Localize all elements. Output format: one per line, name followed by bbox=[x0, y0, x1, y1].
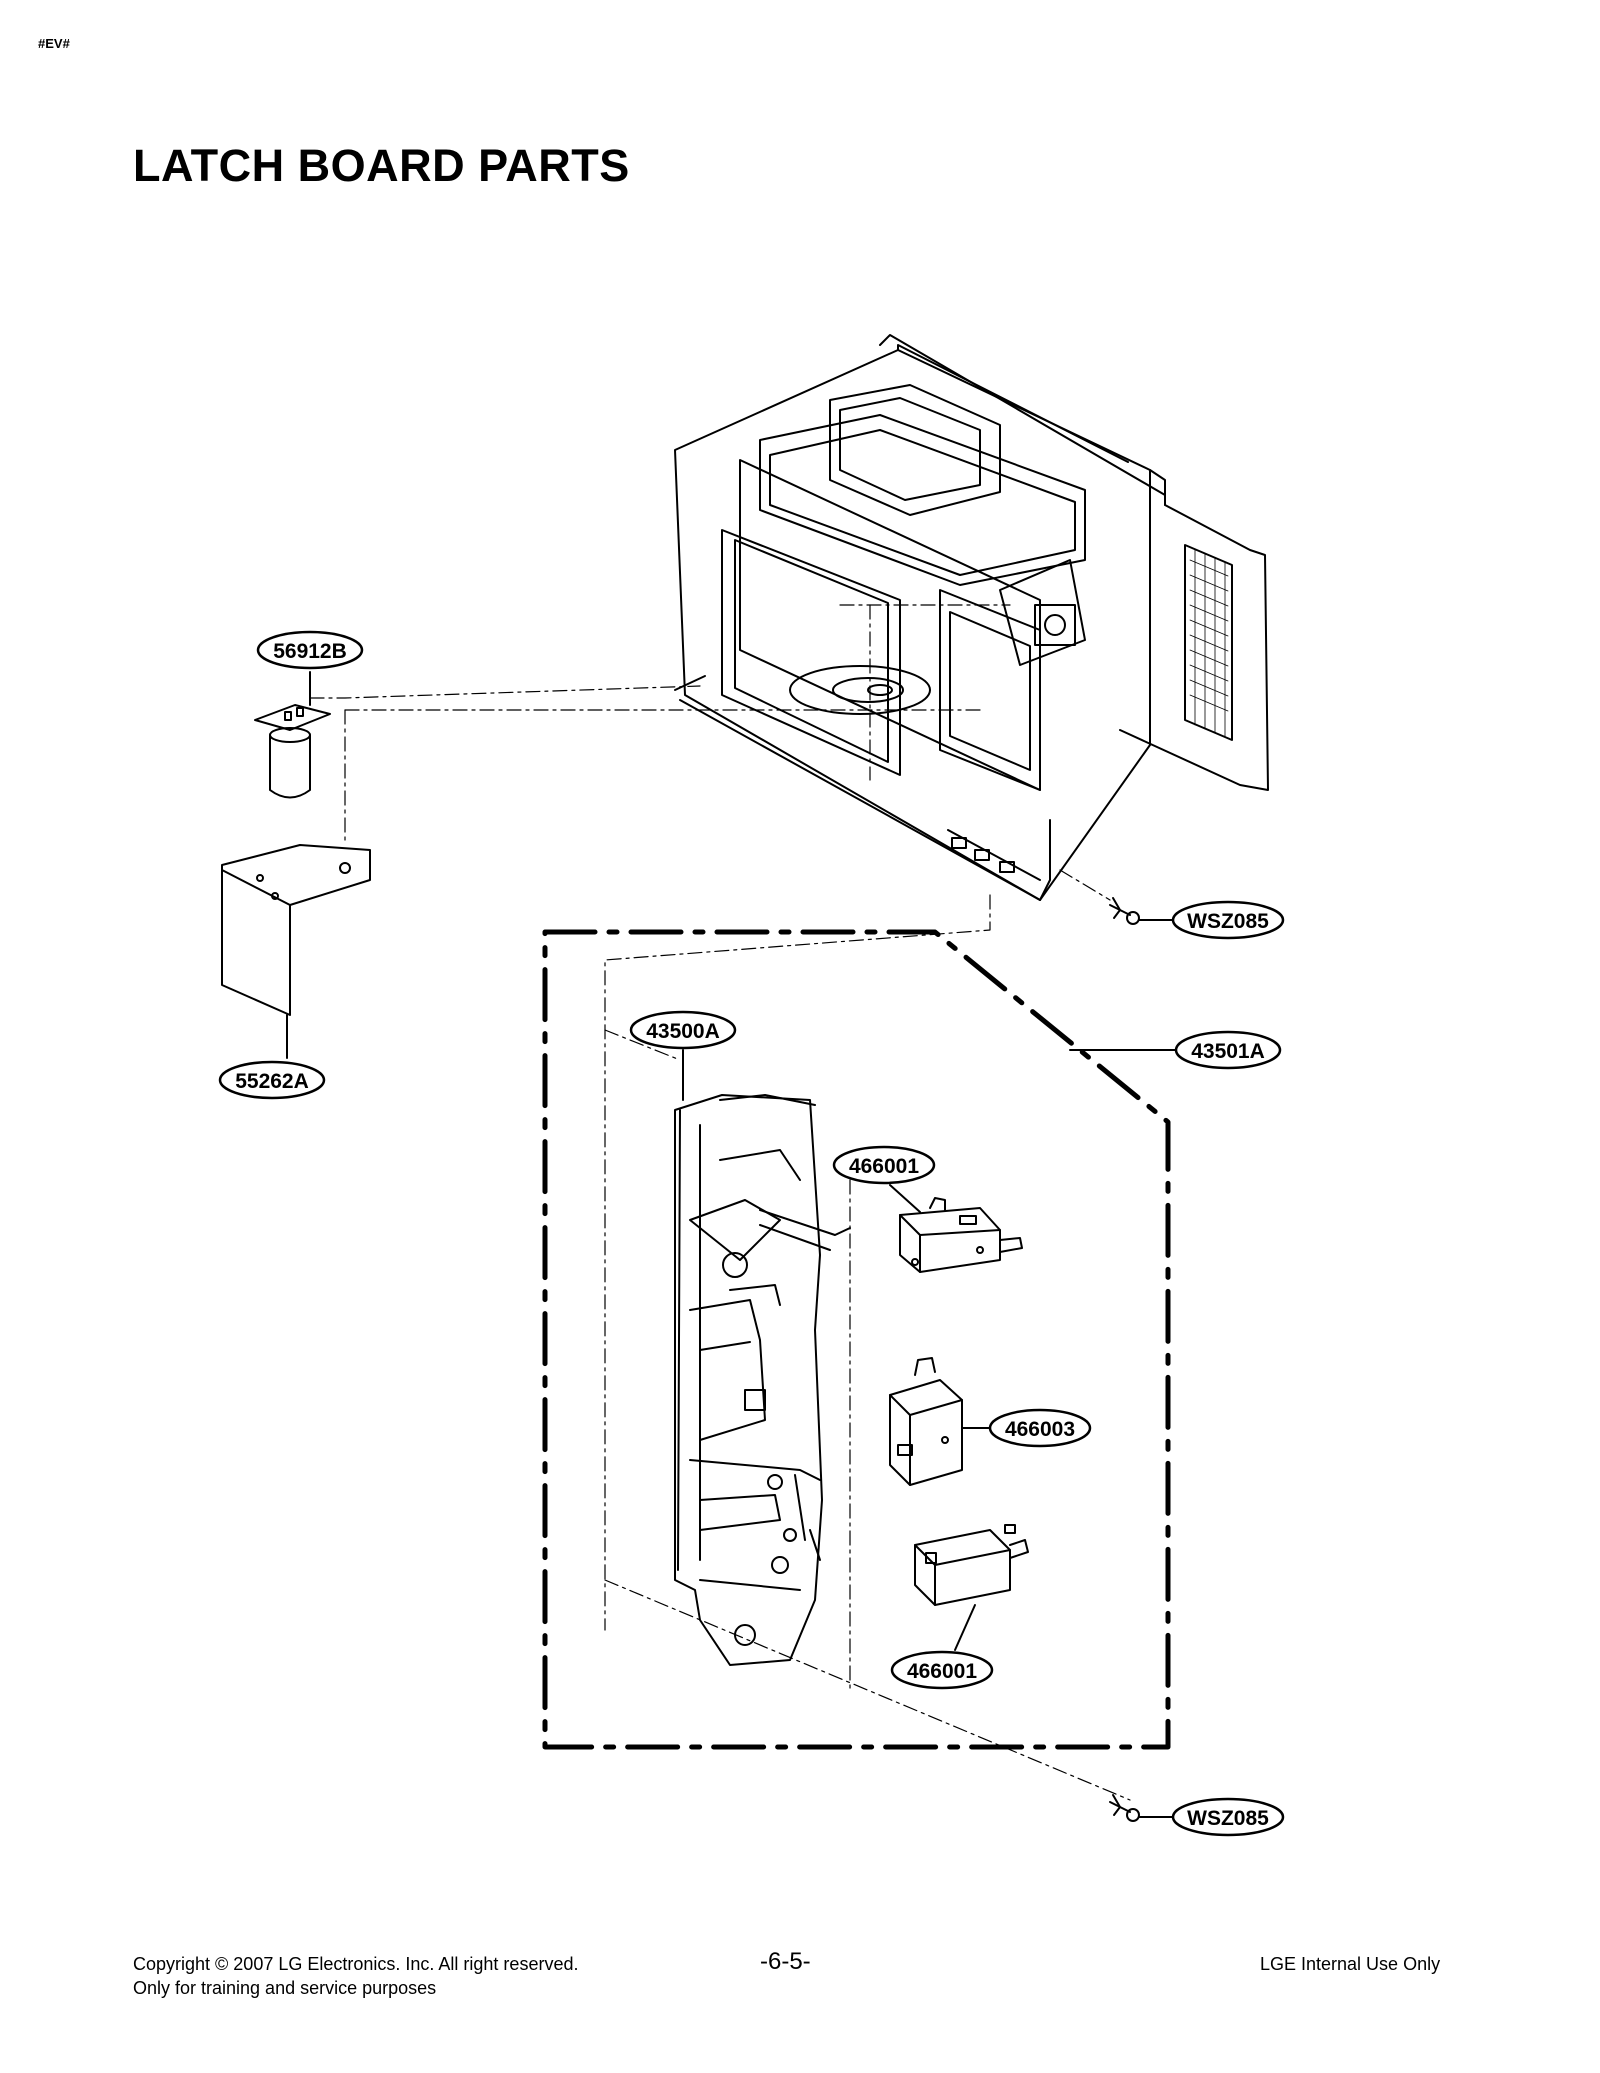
micro-switch-466003-drawing bbox=[889, 1357, 963, 1486]
footer-copyright: Copyright © 2007 LG Electronics. Inc. Al… bbox=[133, 1954, 579, 1974]
callout-43500a: 43500A bbox=[646, 1020, 720, 1043]
door-sensor-drawing bbox=[254, 704, 331, 799]
callout-wsz085-upper: WSZ085 bbox=[1187, 910, 1269, 933]
callout-55262a: 55262A bbox=[235, 1070, 309, 1093]
document-tag: #EV# bbox=[38, 36, 70, 51]
callout-ovals bbox=[218, 630, 1285, 1837]
callout-43501a: 43501A bbox=[1191, 1040, 1265, 1063]
latch-holder-drawing bbox=[674, 1094, 851, 1666]
latch-board-boundary bbox=[542, 929, 1171, 1750]
micro-switch-466001-top-drawing bbox=[899, 1197, 1023, 1273]
footer-purpose: Only for training and service purposes bbox=[133, 1978, 437, 1998]
microwave-cavity-drawing bbox=[674, 334, 1269, 901]
bracket-drawing bbox=[221, 844, 371, 1016]
footer-copyright-block: Copyright © 2007 LG Electronics. Inc. Al… bbox=[133, 1952, 578, 2000]
screw-wsz085-lower-drawing bbox=[1109, 1794, 1140, 1822]
footer-usage: LGE Internal Use Only bbox=[1260, 1954, 1441, 1974]
callout-466003: 466003 bbox=[1005, 1418, 1075, 1441]
page-number: -6-5- bbox=[760, 1948, 811, 1975]
micro-switch-466001-bottom-drawing bbox=[914, 1524, 1029, 1606]
callout-466001-top: 466001 bbox=[849, 1155, 919, 1178]
screw-wsz085-upper-drawing bbox=[1109, 897, 1140, 925]
callout-wsz085-lower: WSZ085 bbox=[1187, 1807, 1269, 1830]
alignment-dashed-lines bbox=[309, 604, 1131, 1801]
page-title: LATCH BOARD PARTS bbox=[133, 140, 630, 191]
callout-466001-bottom: 466001 bbox=[907, 1660, 977, 1683]
leader-lines bbox=[286, 671, 1181, 1818]
callout-56912b: 56912B bbox=[273, 640, 347, 663]
